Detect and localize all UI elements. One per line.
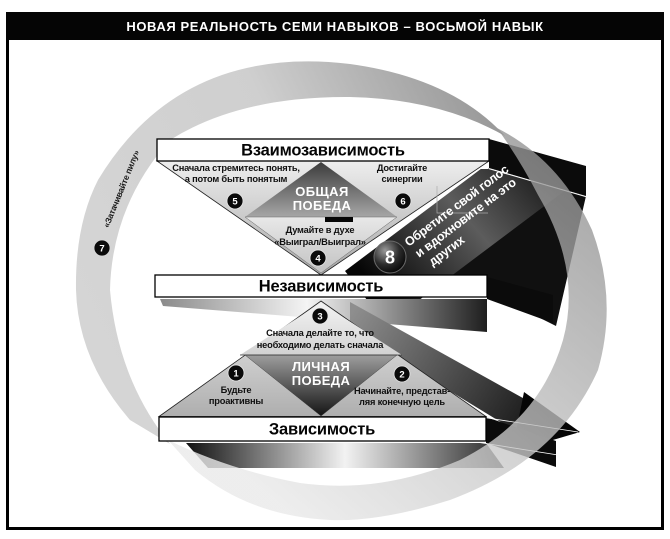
page-title: НОВАЯ РЕАЛЬНОСТЬ СЕМИ НАВЫКОВ – ВОСЬМОЙ … — [126, 18, 544, 34]
habit6-badge-number: 6 — [400, 196, 405, 207]
title-bar: НОВАЯ РЕАЛЬНОСТЬ СЕМИ НАВЫКОВ – ВОСЬМОЙ … — [6, 12, 664, 40]
habit3-text-line2: необходимо делать сначала — [257, 340, 385, 350]
habit5-badge-number: 5 — [232, 196, 238, 207]
habit1-badge-number: 1 — [233, 368, 239, 379]
habit8-ball-number: 8 — [385, 248, 395, 268]
independence-label: Независимость — [259, 278, 384, 296]
public-victory-diamond — [245, 162, 397, 217]
habit8-ball — [373, 240, 407, 274]
habit4-badge-number: 4 — [315, 253, 321, 264]
interdependence-label: Взаимозависимость — [241, 142, 405, 160]
victory-tick-mark — [325, 217, 353, 222]
level2-side-slab — [487, 277, 553, 323]
habit3-triangle — [240, 303, 402, 355]
habit5-text-line2: а потом быть понятым — [185, 174, 288, 184]
habit4-text-line2: «Выиграл/Выиграл» — [274, 237, 366, 247]
dependence-bar — [158, 416, 487, 442]
habit1-text-line2: проактивны — [209, 396, 264, 406]
habit8-ribbon — [345, 169, 591, 325]
habit4-text-line1: Думайте в духе — [286, 225, 355, 235]
private-victory-label-line2: ПОБЕДА — [292, 373, 351, 388]
habit-badges: 5 6 4 3 1 2 7 8 — [93, 192, 412, 383]
habit5-badge — [226, 192, 244, 210]
habit3-badge-number: 3 — [317, 311, 322, 322]
public-victory-label-line2: ПОБЕДА — [293, 198, 352, 213]
habit6-text-line1: Достигайте — [377, 163, 427, 173]
independence-bar — [154, 274, 488, 298]
upper-pyramid — [155, 160, 491, 276]
habit2-text-line2: ляя конечную цель — [359, 397, 445, 407]
habit2-text-line1: Начинайте, представ- — [354, 386, 450, 396]
dependence-label: Зависимость — [269, 421, 375, 439]
habit4-badge — [309, 249, 327, 267]
ring-swoosh-bottom-right — [168, 128, 607, 521]
habit3-badge — [311, 307, 329, 325]
step-hidden-edge — [436, 186, 488, 214]
habit1-badge — [227, 364, 245, 382]
level3-underside — [186, 443, 504, 468]
interdependence-bar — [156, 138, 490, 162]
ring-swoosh-top-left — [75, 61, 505, 444]
lower-pyramid — [157, 300, 488, 417]
level-bars: Взаимозависимость Независимость Зависимо… — [154, 138, 490, 442]
habit7-badge-number: 7 — [99, 243, 104, 254]
habit4-diamond — [244, 216, 398, 274]
habit3-text-line1: Сначала делайте то, что — [266, 328, 374, 338]
private-victory-label-line1: ЛИЧНАЯ — [292, 359, 350, 374]
middle-stripe — [350, 302, 548, 440]
victory-labels: ОБЩАЯ ПОБЕДА ЛИЧНАЯ ПОБЕДА — [292, 184, 352, 388]
sharpen-saw-ring — [75, 61, 607, 521]
habit2-badge — [393, 365, 411, 383]
habit6-badge — [394, 192, 412, 210]
habit6-text-line2: синергии — [381, 174, 423, 184]
habit1-text-line1: Будьте — [221, 385, 252, 395]
habit7-badge — [93, 239, 111, 257]
habit5-text-line1: Сначала стремитесь понять, — [172, 163, 300, 173]
public-victory-label-line1: ОБЩАЯ — [295, 184, 348, 199]
habit2-badge-number: 2 — [399, 369, 404, 380]
